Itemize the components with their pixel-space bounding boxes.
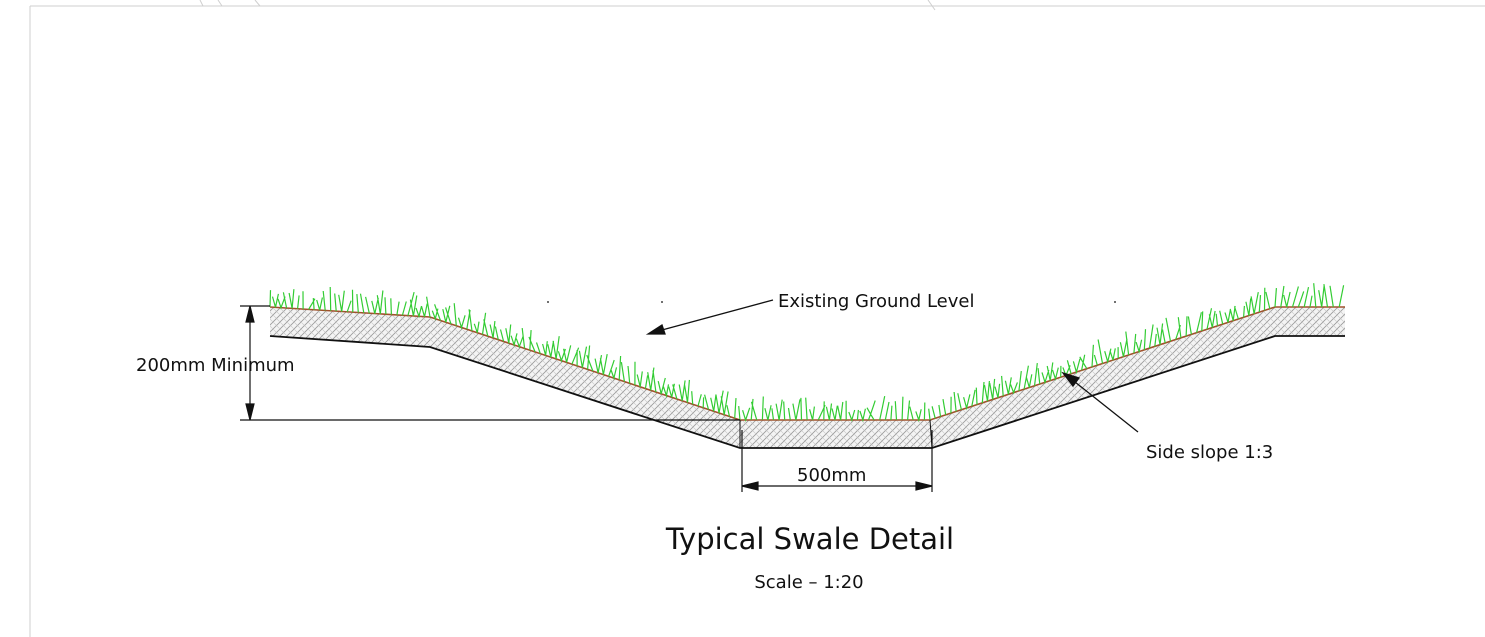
drawing-title: Typical Swale Detail xyxy=(665,522,954,556)
leader-arrow xyxy=(1061,371,1081,388)
drawing-scale: Scale – 1:20 xyxy=(754,572,863,593)
frame-tick xyxy=(217,0,223,7)
grass-cover xyxy=(269,283,1345,423)
width-arrow-right xyxy=(915,481,933,491)
side-slope-label: Side slope 1:3 xyxy=(1146,442,1273,463)
existing-ground-label: Existing Ground Level xyxy=(778,291,974,312)
subgrade-line xyxy=(269,335,1345,449)
leader-line xyxy=(661,299,774,331)
grass-blades xyxy=(269,283,1345,423)
frame-tick xyxy=(254,0,261,7)
stray-dot xyxy=(547,301,549,303)
stray-dot xyxy=(661,301,663,303)
base-width-label: 500mm xyxy=(797,465,866,486)
width-dimension xyxy=(741,430,933,492)
side-slope-leader xyxy=(1061,371,1139,433)
width-arrow-left xyxy=(741,481,759,491)
soil-fill-layer xyxy=(270,307,1345,448)
leader-line xyxy=(1074,381,1139,433)
min-depth-label: 200mm Minimum xyxy=(136,355,295,376)
stray-dot xyxy=(1114,301,1116,303)
stray-dots xyxy=(547,301,1116,303)
depth-arrow-top xyxy=(245,305,255,323)
frame-tick xyxy=(199,0,204,7)
sheet-frame xyxy=(29,0,1485,637)
frame-tick xyxy=(927,0,936,11)
depth-arrow-bottom xyxy=(245,403,255,421)
existing-ground-leader xyxy=(645,299,774,335)
leader-arrow xyxy=(645,324,666,335)
depth-dimension xyxy=(240,305,270,421)
